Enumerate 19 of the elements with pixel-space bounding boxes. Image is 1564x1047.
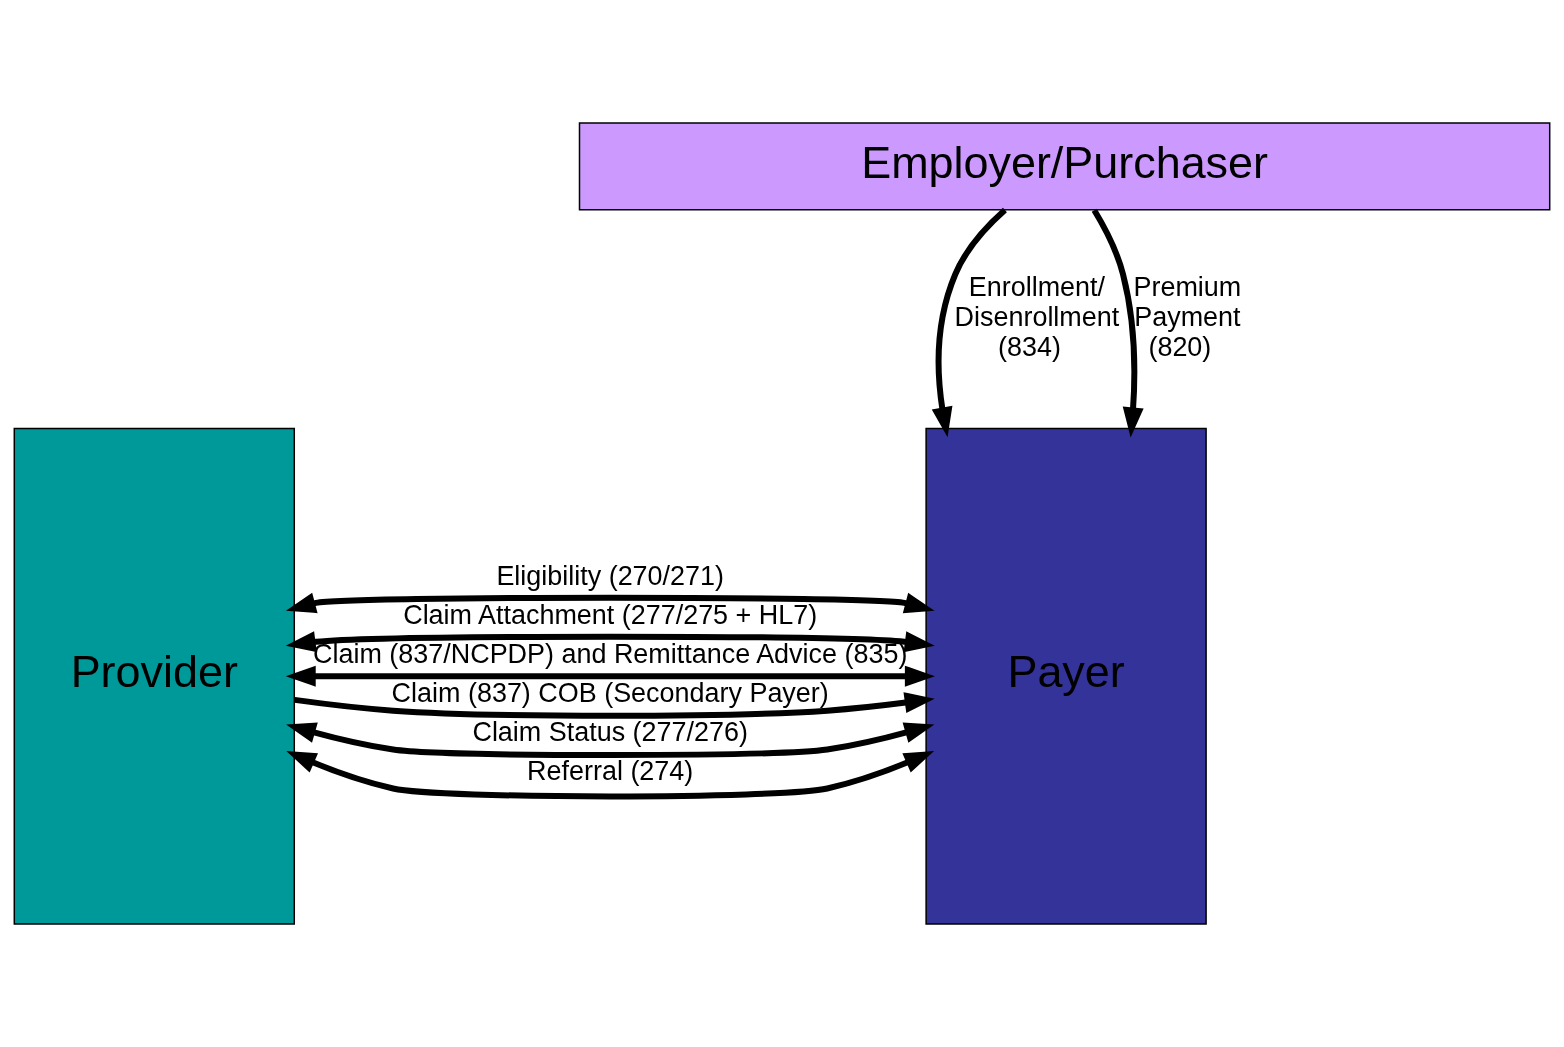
node-box: Provider — [13, 427, 295, 925]
node-box: Payer — [925, 427, 1207, 925]
arrow — [1091, 208, 1144, 438]
edge-label: Claim (837) COB (Secondary Payer) — [391, 678, 829, 709]
node-box: Employer/Purchaser — [578, 122, 1551, 211]
arrow — [285, 665, 935, 687]
edge-label: Claim Attachment (277/275 + HL7) — [403, 600, 818, 631]
arrow — [286, 751, 935, 800]
edge-label: Claim (837/NCPDP) and Remittance Advice (835) — [313, 639, 908, 670]
edge-label: Claim Status (277/276) — [472, 717, 748, 748]
arrow — [285, 592, 935, 614]
edge-label: Eligibility (270/271) — [496, 561, 724, 592]
arrow — [294, 692, 935, 719]
edge-label: Enrollment/ Disenrollment (834) — [954, 271, 1120, 362]
arrow — [285, 631, 935, 653]
arrow — [286, 722, 935, 758]
edge-label: Referral (274) — [527, 756, 694, 787]
arrow — [931, 207, 1007, 438]
edge-label: Premium Payment (820) — [1133, 271, 1242, 362]
